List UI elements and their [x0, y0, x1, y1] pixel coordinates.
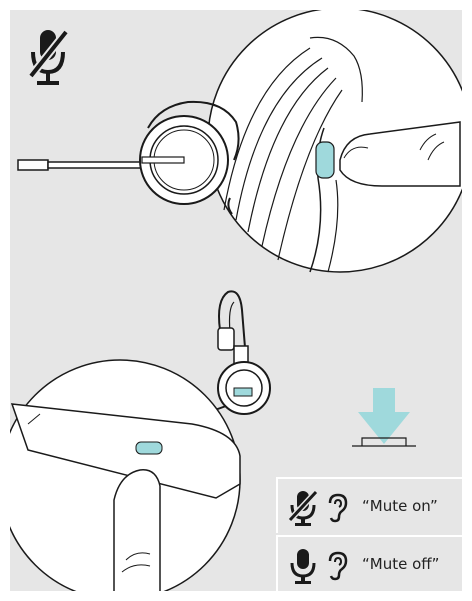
- ear-icon: [326, 551, 350, 581]
- legend-label-mute-off: “Mute off”: [362, 555, 439, 573]
- legend-row-mute-on: “Mute on”: [276, 477, 462, 533]
- headset-side-view: [18, 102, 239, 214]
- instruction-panel: “Mute on” “Mute off”: [10, 10, 462, 591]
- legend-row-mute-off: “Mute off”: [276, 535, 462, 591]
- microphone-icon: [288, 548, 318, 584]
- microphone-muted-icon: [288, 490, 318, 526]
- magnified-boom-mute-detail: [10, 360, 240, 591]
- arrow-down-icon: [352, 388, 416, 446]
- microphone-muted-icon: [31, 30, 66, 85]
- magnified-mute-button-detail: [208, 10, 462, 272]
- legend-label-mute-on: “Mute on”: [362, 497, 438, 515]
- ear-icon: [326, 493, 350, 523]
